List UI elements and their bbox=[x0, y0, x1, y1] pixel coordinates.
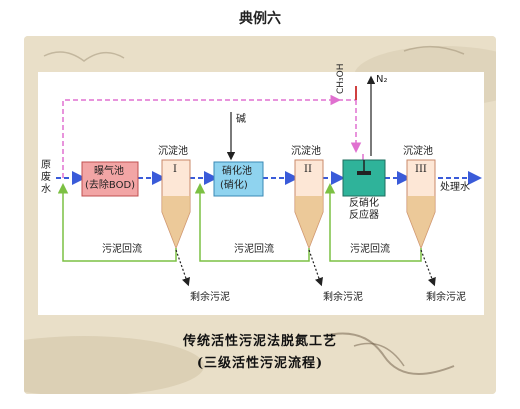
sludge-return-label-2: 污泥回流 bbox=[234, 244, 274, 255]
n2-label: N₂ bbox=[376, 74, 388, 85]
settler-1-numeral: I bbox=[173, 164, 177, 175]
settler-2-title: 沉淀池 bbox=[291, 146, 321, 157]
nitrification-tank-subtitle: (硝化) bbox=[220, 180, 248, 191]
excess-sludge-arrow-1 bbox=[175, 249, 190, 287]
settler-1 bbox=[161, 159, 191, 250]
aeration-tank-title: 曝气池 bbox=[94, 166, 124, 177]
sludge-return-label-1: 污泥回流 bbox=[102, 244, 142, 255]
bypass-line bbox=[62, 94, 341, 178]
source-label: 原废水 bbox=[41, 160, 51, 195]
settler-1-title: 沉淀池 bbox=[158, 146, 188, 157]
settler-3 bbox=[406, 159, 436, 250]
aeration-tank bbox=[81, 161, 139, 197]
nitrification-tank-title: 硝化池 bbox=[222, 166, 252, 177]
excess-sludge-label-3: 剩余污泥 bbox=[426, 292, 466, 303]
denitrification-reactor-title: 反硝化 bbox=[349, 198, 379, 209]
sludge-return-line-3 bbox=[324, 183, 422, 262]
process-diagram-panel: 原废水 曝气池 (去除BOD) 硝化池 (硝化) 反硝化 反应器 沉淀池 I 沉… bbox=[38, 63, 484, 315]
excess-sludge-arrow-3 bbox=[420, 249, 436, 287]
settler-2 bbox=[294, 159, 324, 250]
methanol-label: CH₃OH bbox=[336, 63, 346, 94]
page-title: 典例六 bbox=[239, 11, 281, 27]
nitrification-tank bbox=[213, 161, 264, 197]
excess-sludge-arrow-2 bbox=[308, 249, 323, 287]
settler-2-numeral: II bbox=[304, 164, 312, 175]
excess-sludge-label-2: 剩余污泥 bbox=[323, 292, 363, 303]
caption-line-1: 传统活性污泥法脱氮工艺 bbox=[182, 334, 337, 349]
caption-line-2: (三级活性污泥流程) bbox=[196, 356, 324, 371]
sludge-return-line-2 bbox=[194, 183, 310, 262]
alkali-label: 碱 bbox=[236, 114, 246, 125]
sludge-return-line-1 bbox=[57, 183, 177, 262]
mixer-blade-icon bbox=[357, 171, 371, 175]
settler-3-numeral: III bbox=[415, 164, 427, 175]
excess-sludge-label-1: 剩余污泥 bbox=[190, 292, 230, 303]
sludge-return-label-3: 污泥回流 bbox=[350, 244, 390, 255]
effluent-label: 处理水 bbox=[440, 182, 470, 193]
aeration-tank-subtitle: (去除BOD) bbox=[85, 180, 136, 191]
process-flow-diagram bbox=[56, 75, 482, 287]
settler-3-title: 沉淀池 bbox=[403, 146, 433, 157]
denitrification-reactor-subtitle: 反应器 bbox=[349, 210, 379, 221]
